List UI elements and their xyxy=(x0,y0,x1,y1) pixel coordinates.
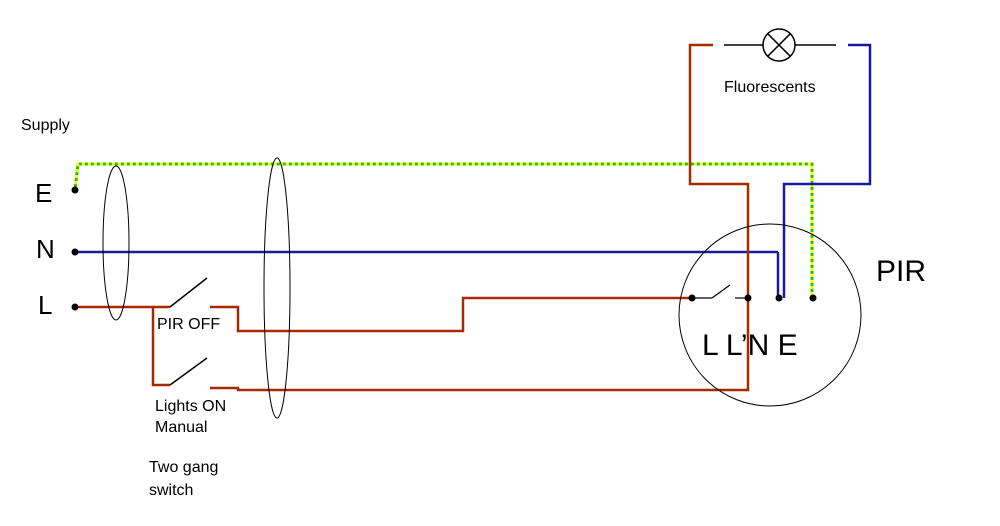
two-gang-label: Two gang xyxy=(149,459,218,476)
switch-lights-on xyxy=(169,357,208,386)
pir-terminal-labels: L L’N E xyxy=(702,329,798,362)
pir-off-label: PIR OFF xyxy=(157,316,220,333)
cable-sheath-switch xyxy=(263,157,291,419)
pir-unit xyxy=(678,223,862,407)
live-terminal-label: L xyxy=(38,290,52,320)
live-conductor xyxy=(75,43,750,392)
earth-terminal-label: E xyxy=(35,178,52,208)
lights-on-label: Lights ON xyxy=(155,398,226,415)
switch-pir-off xyxy=(169,277,208,308)
manual-label: Manual xyxy=(155,419,207,436)
neutral-conductor xyxy=(75,43,872,298)
lamp-icon xyxy=(724,28,836,62)
fluorescents-label: Fluorescents xyxy=(724,79,816,96)
pir-label: PIR xyxy=(876,255,926,288)
supply-label: Supply xyxy=(21,117,70,134)
neutral-terminal-label: N xyxy=(36,234,55,264)
terminal-dots xyxy=(71,186,817,311)
earth-conductor xyxy=(73,162,814,298)
switch-label: switch xyxy=(149,482,193,499)
cable-sheath-supply xyxy=(102,165,130,321)
pir-internal-switch xyxy=(692,284,748,299)
